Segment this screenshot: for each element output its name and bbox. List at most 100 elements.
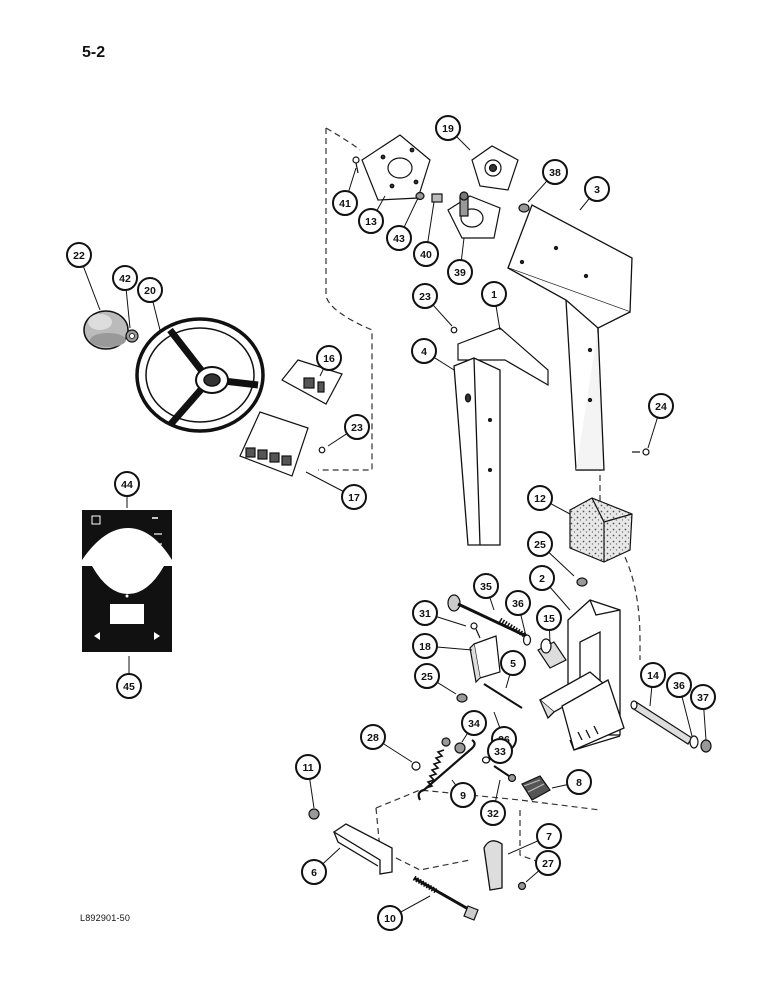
screw xyxy=(450,326,458,334)
horn-cap xyxy=(83,310,129,350)
leader-line xyxy=(376,195,386,211)
leader-line xyxy=(451,779,457,786)
leader-line xyxy=(436,616,467,627)
callout-circle xyxy=(116,673,142,699)
bolt xyxy=(352,156,360,174)
leader-lines xyxy=(82,136,707,913)
callout-label: 23 xyxy=(351,422,363,434)
callout-label: 14 xyxy=(647,670,659,682)
callout-33: 33 xyxy=(487,738,513,764)
callout-43: 43 xyxy=(386,225,412,251)
leader-line xyxy=(400,895,431,913)
callout-label: 11 xyxy=(302,762,313,774)
leader-line xyxy=(82,266,101,311)
callout-label: 35 xyxy=(480,581,492,593)
callout-circle xyxy=(412,283,438,309)
callout-circle xyxy=(640,662,666,688)
callout-circle xyxy=(332,190,358,216)
page-number: 5-2 xyxy=(82,44,106,61)
callout-circle xyxy=(411,338,437,364)
callout-24: 24 xyxy=(648,393,674,419)
callout-18: 18 xyxy=(412,633,438,659)
callout-label: 32 xyxy=(487,808,499,820)
callout-label: 41 xyxy=(339,198,351,210)
leader-line xyxy=(549,586,571,611)
callout-circle xyxy=(360,724,386,750)
callout-circle xyxy=(316,345,342,371)
callout-circle xyxy=(500,650,526,676)
callout-circle xyxy=(536,605,562,631)
callout-circle xyxy=(114,471,140,497)
callout-36: 36 xyxy=(666,672,692,698)
nut xyxy=(308,808,320,820)
nut xyxy=(411,761,421,771)
leader-line xyxy=(432,304,453,327)
leader-line xyxy=(550,503,571,515)
callout-32: 32 xyxy=(480,800,506,826)
callout-label: 13 xyxy=(365,216,377,228)
callout-23: 23 xyxy=(412,283,438,309)
callout-label: 38 xyxy=(549,167,561,179)
callout-label: 45 xyxy=(123,681,135,693)
callout-circle xyxy=(447,259,473,285)
pivot-pin xyxy=(630,700,693,745)
leader-line xyxy=(527,180,548,203)
screw xyxy=(517,881,527,891)
callout-label: 42 xyxy=(119,273,131,285)
figure-code: L892901-50 xyxy=(80,913,131,923)
callout-circle xyxy=(377,905,403,931)
callout-label: 25 xyxy=(534,539,546,551)
callout-44: 44 xyxy=(114,471,140,497)
leader-line xyxy=(125,289,131,329)
washer xyxy=(481,756,491,764)
pedal-arm xyxy=(332,823,393,875)
callout-circle xyxy=(527,531,553,557)
callout-circle xyxy=(473,573,499,599)
leader-line xyxy=(403,197,419,228)
washer xyxy=(522,634,532,646)
switch-mount-bracket xyxy=(469,635,501,684)
leader-line xyxy=(549,629,551,645)
leader-line xyxy=(460,237,465,261)
callout-circle xyxy=(536,823,562,849)
callout-label: 4 xyxy=(421,346,427,358)
leader-line xyxy=(489,597,495,611)
callout-circle xyxy=(450,782,476,808)
callout-circle xyxy=(529,565,555,591)
callout-circle xyxy=(301,859,327,885)
screw xyxy=(632,448,650,456)
callout-17: 17 xyxy=(341,484,367,510)
long-bolt xyxy=(447,594,528,639)
callout-label: 36 xyxy=(512,598,524,610)
leader-line xyxy=(647,417,658,449)
return-spring xyxy=(417,739,476,801)
callout-label: 25 xyxy=(421,671,433,683)
callout-12: 12 xyxy=(527,485,553,511)
callout-label: 10 xyxy=(384,913,396,925)
callout-circle xyxy=(461,710,487,736)
callout-circle xyxy=(690,684,716,710)
callout-4: 4 xyxy=(411,338,437,364)
leader-line xyxy=(649,686,653,707)
steering-nut xyxy=(125,329,139,343)
callout-label: 36 xyxy=(673,680,685,692)
leader-line xyxy=(681,696,693,737)
callout-circle xyxy=(435,115,461,141)
bushing xyxy=(431,193,443,203)
nut xyxy=(441,737,466,754)
leader-line xyxy=(461,732,469,743)
washer xyxy=(415,191,425,201)
callout-36: 36 xyxy=(505,590,531,616)
spacer-tube xyxy=(537,638,567,669)
flange-bearing xyxy=(471,145,519,191)
callout-label: 19 xyxy=(442,123,454,135)
callout-label: 43 xyxy=(393,233,405,245)
leader-line xyxy=(505,674,511,689)
callout-circle xyxy=(542,159,568,185)
callout-label: 8 xyxy=(576,777,582,789)
leader-line xyxy=(382,743,413,763)
callout-8: 8 xyxy=(566,769,592,795)
nut xyxy=(456,693,468,703)
